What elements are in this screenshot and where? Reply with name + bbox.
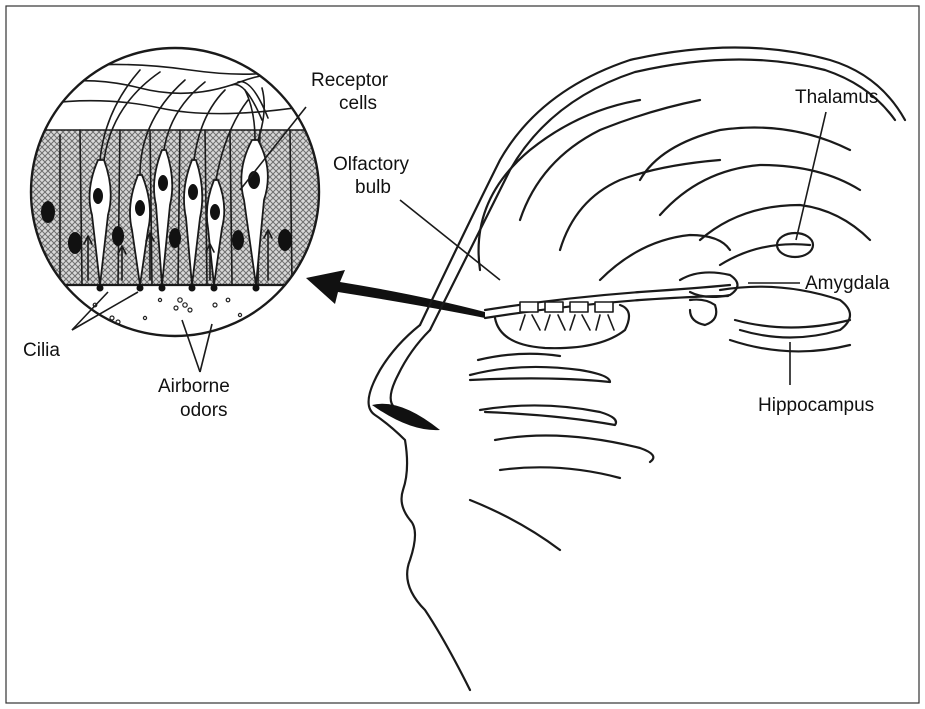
cilia-label: Cilia	[23, 340, 60, 361]
olfactory-bulb-label-line2: bulb	[355, 177, 391, 198]
magnification-arrow	[306, 270, 485, 318]
magnified-inset	[20, 48, 330, 336]
figure-border	[6, 6, 919, 703]
thalamus-label: Thalamus	[795, 87, 878, 108]
receptor-cells-label-line2: cells	[339, 93, 377, 114]
epithelium-layer	[20, 130, 330, 285]
odor-particles	[93, 298, 241, 324]
airborne-odors-label-line1: Airborne	[158, 376, 230, 397]
hippocampus-label: Hippocampus	[758, 395, 874, 416]
receptor-cells-label-line1: Receptor	[311, 70, 389, 91]
airborne-odors-label-line2: odors	[180, 400, 228, 421]
olfactory-bulb-label-line1: Olfactory	[333, 154, 410, 175]
amygdala-label: Amygdala	[805, 273, 890, 294]
head-profile	[369, 48, 905, 691]
nostril	[372, 404, 440, 430]
